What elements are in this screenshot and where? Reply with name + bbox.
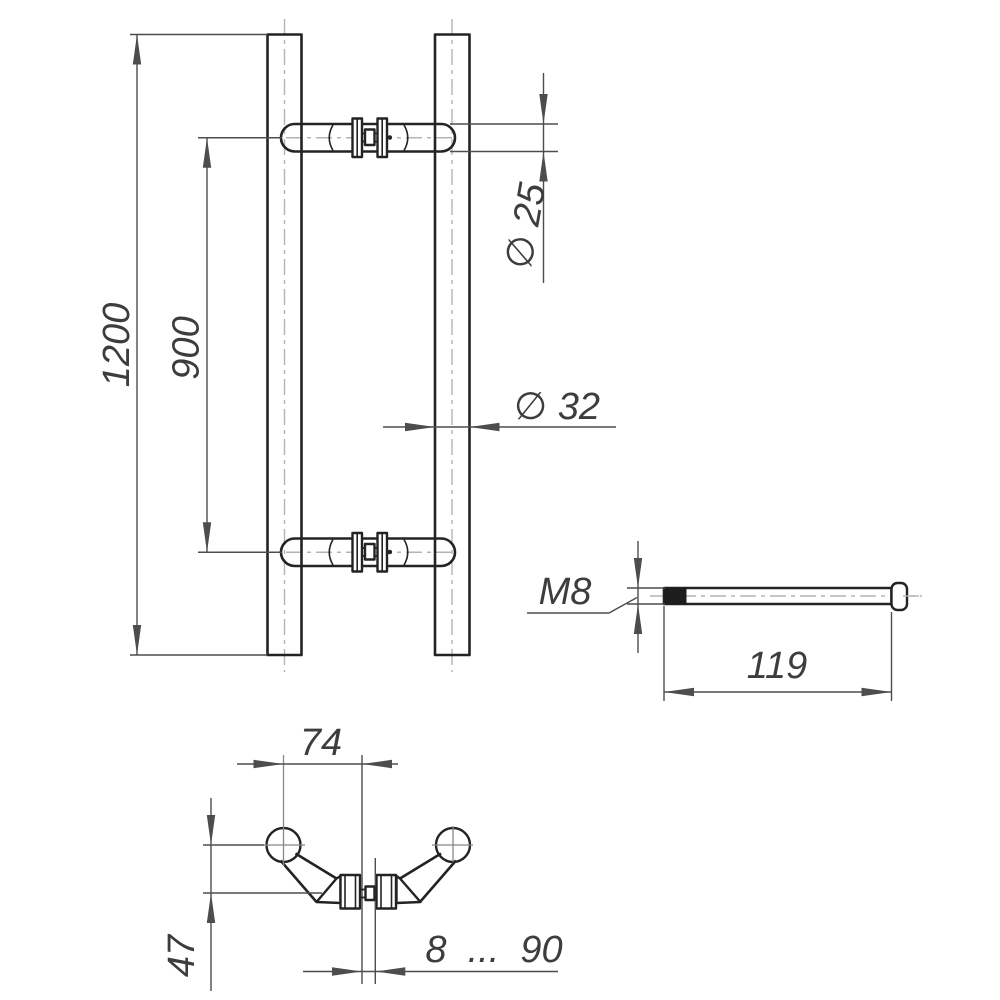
dim-thread-size: M8 xyxy=(527,541,665,653)
bolt-view: M8 119 xyxy=(527,541,922,701)
arrowhead xyxy=(206,815,216,845)
right-tube xyxy=(433,33,471,657)
arrowhead xyxy=(332,967,362,976)
arrowhead xyxy=(202,522,212,553)
dim-label-bolt-length: 119 xyxy=(747,645,808,687)
arrowhead xyxy=(362,759,392,769)
arrowhead xyxy=(469,422,500,432)
dim-label-center-distance: 900 xyxy=(166,316,208,379)
right-arm-flange xyxy=(395,874,422,905)
arrowhead xyxy=(375,967,406,976)
arrowhead xyxy=(633,558,643,588)
arrowhead xyxy=(202,137,212,168)
left-clamp-disc xyxy=(339,873,362,910)
dim-grip-diameter: ∅ 25 xyxy=(450,73,558,283)
tube-joint-arc-right xyxy=(403,124,409,151)
dim-center-distance: 900 xyxy=(166,137,282,553)
arrowhead xyxy=(253,759,284,769)
left-tube xyxy=(266,33,303,657)
top-view: 74 47 8 ... 90 xyxy=(161,722,563,991)
through-bolt-sleeve xyxy=(363,128,376,147)
dim-label-overall-length: 1200 xyxy=(96,303,138,388)
arrowhead xyxy=(132,34,142,65)
centerlines xyxy=(283,19,453,672)
arrowhead xyxy=(206,893,216,923)
dim-label-door-thickness: 8 ... 90 xyxy=(425,929,562,971)
dim-bolt-length: 119 xyxy=(663,606,893,701)
tube-joint-arc-left xyxy=(328,124,334,151)
dim-overall-length: 1200 xyxy=(96,33,268,656)
through-bolt-section xyxy=(364,885,376,902)
connector-capsule xyxy=(279,122,457,153)
top-connector xyxy=(279,117,457,159)
arrowhead xyxy=(861,687,892,697)
arrowhead xyxy=(539,151,548,182)
glass-clamp xyxy=(339,755,398,984)
front-view: 1200 900 ∅ 25 ∅ 32 xyxy=(96,19,616,672)
set-screw-dot xyxy=(387,135,393,140)
arrowhead xyxy=(633,604,643,634)
dim-tube-offset: 74 xyxy=(237,722,398,866)
dim-label-grip-diameter: ∅ 25 xyxy=(498,179,554,272)
arrowhead xyxy=(405,422,435,432)
dim-mount-depth: 47 xyxy=(161,798,322,991)
dim-tube-diameter: ∅ 32 xyxy=(383,386,616,432)
dim-door-thickness: 8 ... 90 xyxy=(303,929,563,976)
dim-label-thread-size: M8 xyxy=(539,571,592,613)
left-arm-flange xyxy=(315,874,342,905)
arrowhead xyxy=(664,687,694,697)
right-clamp-disc xyxy=(375,873,398,910)
arrowhead xyxy=(132,625,142,655)
offset-arms xyxy=(279,852,457,905)
dim-label-tube-offset: 74 xyxy=(300,722,342,764)
leader-line xyxy=(527,596,638,614)
dim-label-mount-depth: 47 xyxy=(161,933,203,977)
bolt-thread xyxy=(664,588,687,604)
dim-label-tube-diameter: ∅ 32 xyxy=(514,386,600,428)
arrowhead xyxy=(539,94,548,124)
